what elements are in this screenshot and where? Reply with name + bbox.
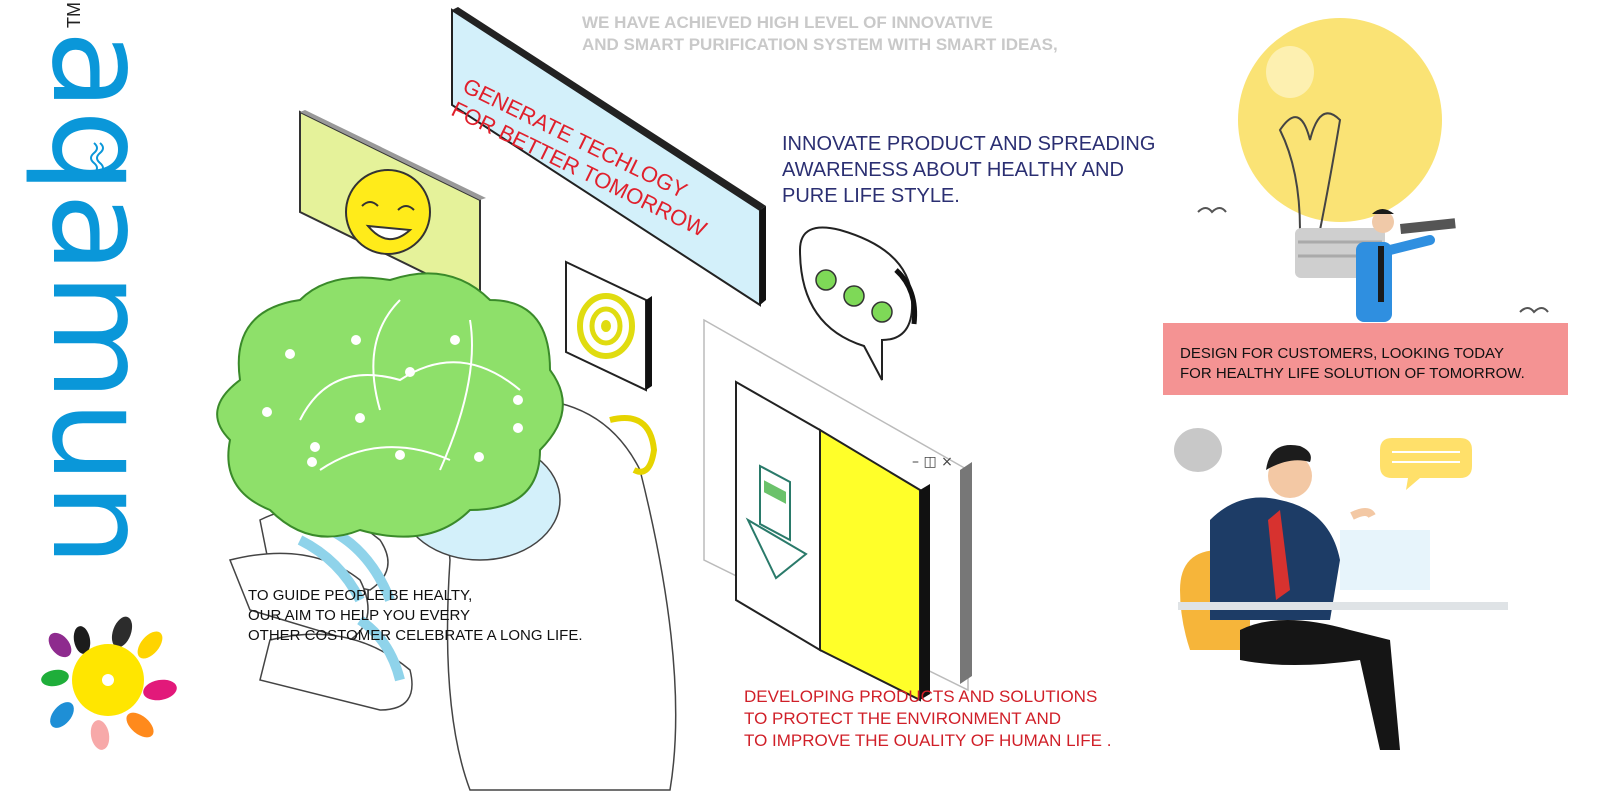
lightbulb-icon [1238, 18, 1442, 278]
telescope-icon [1400, 218, 1456, 234]
design-banner [1163, 323, 1568, 395]
guide-line1: TO GUIDE PEOPLE BE HEALTY, [248, 587, 473, 604]
target-icon [565, 260, 652, 392]
guide-statement: TO GUIDE PEOPLE BE HEALTY, OUR AIM TO HE… [248, 586, 583, 646]
innovate-line2: AWARENESS ABOUT HEALTHY AND [782, 159, 1124, 181]
guide-line3: OTHER COSTOMER CELEBRATE A LONG LIFE. [248, 627, 583, 644]
bird-icon [1197, 207, 1549, 314]
businessman-at-desk [1174, 428, 1508, 750]
app-window: – ◫ × [703, 318, 972, 702]
download-icon [745, 464, 808, 580]
develop-line2: TO PROTECT THE ENVIRONMENT AND [744, 709, 1062, 728]
develop-line1: DEVELOPING PRODUCTS AND SOLUTIONS [744, 687, 1098, 706]
innovate-line3: PURE LIFE STYLE. [782, 185, 960, 207]
top-tagline-line1: WE HAVE ACHIEVED HIGH LEVEL OF INNOVATIV… [582, 13, 993, 32]
smiley-icon [345, 169, 431, 255]
innovate-line1: INNOVATE PRODUCT AND SPREADING [782, 133, 1156, 155]
top-tagline: WE HAVE ACHIEVED HIGH LEVEL OF INNOVATIV… [582, 12, 1058, 56]
trademark-label: TM [64, 2, 84, 28]
develop-statement: DEVELOPING PRODUCTS AND SOLUTIONS TO PRO… [744, 686, 1111, 752]
innovate-statement: INNOVATE PRODUCT AND SPREADING AWARENESS… [782, 131, 1155, 209]
chat-bubble-icon [798, 226, 918, 381]
sun-logo-icon [41, 616, 177, 750]
wave-icon [90, 142, 104, 174]
guide-line2: OUR AIM TO HELP YOU EVERY [248, 607, 471, 624]
brand-logo-text: aqamun [22, 30, 176, 566]
design-statement: DESIGN FOR CUSTOMERS, LOOKING TODAY FOR … [1180, 344, 1525, 384]
top-tagline-line2: AND SMART PURIFICATION SYSTEM WITH SMART… [582, 35, 1058, 54]
tech-screen [451, 7, 766, 307]
man-with-telescope [1356, 209, 1456, 322]
brain-icon [216, 272, 564, 538]
develop-line3: TO IMPROVE THE OUALITY OF HUMAN LIFE . [744, 731, 1112, 750]
svg-text:– ◫ ×: – ◫ × [912, 454, 953, 470]
design-line1: DESIGN FOR CUSTOMERS, LOOKING TODAY [1180, 345, 1504, 362]
smiley-panel [299, 110, 486, 302]
design-line2: FOR HEALTHY LIFE SOLUTION OF TOMORROW. [1180, 365, 1525, 382]
